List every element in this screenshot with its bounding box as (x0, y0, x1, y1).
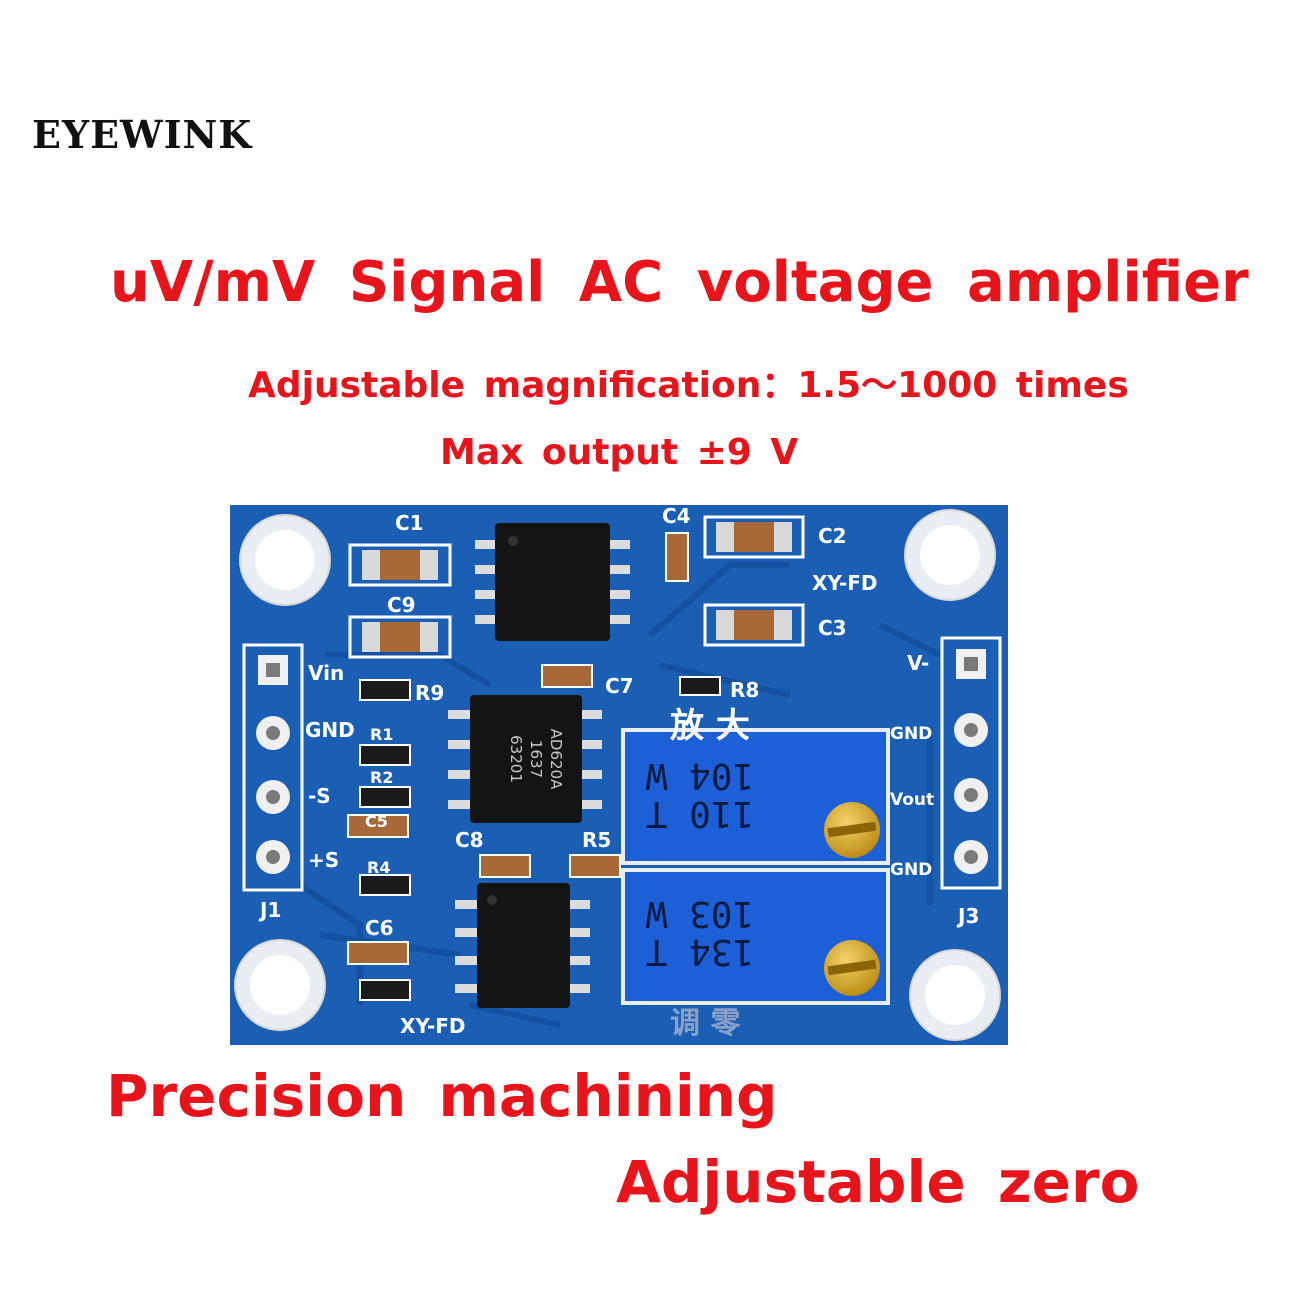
silk-r5: R5 (582, 828, 611, 852)
zero-potentiometer: 134 T 103 W (621, 868, 890, 1005)
silk-r8: R8 (730, 678, 759, 702)
gain-potentiometer: 110 T 104 W (621, 728, 890, 865)
silk-c1: C1 (395, 511, 424, 535)
pcb-board (230, 505, 1008, 1045)
silk-vout: Vout (890, 790, 934, 810)
product-headline: uV/mV Signal AC voltage amplifier (110, 250, 1249, 315)
pot-bottom-marking-1: 134 T (646, 931, 754, 972)
pot-top-marking-1: 110 T (646, 793, 754, 834)
silk-r4: R4 (367, 858, 390, 877)
silk-vin: Vin (308, 661, 344, 685)
header-j3 (940, 636, 1002, 890)
silk-c5: C5 (365, 812, 388, 831)
pcb-photo: AD620A 1637 63201 110 T 104 W 134 T 103 … (230, 505, 1008, 1045)
header-j1 (242, 643, 304, 892)
silk-model-bottom: XY-FD (400, 1014, 466, 1038)
pot-bottom-marking-2: 103 W (645, 893, 754, 934)
chip-marking-line-3: 63201 (507, 735, 525, 783)
silk-r2: R2 (370, 768, 393, 787)
silk-j1: J1 (258, 898, 281, 922)
silk-c8: C8 (455, 828, 484, 852)
pot-top-marking-2: 104 W (645, 755, 754, 796)
silk-v-minus: V- (907, 651, 929, 675)
silk-plus-s: +S (308, 848, 339, 872)
capacitors (347, 515, 805, 965)
silk-j3: J3 (956, 904, 979, 928)
silk-r1: R1 (370, 725, 393, 744)
resistors (359, 676, 721, 1001)
silk-gain-label: 放 大 (670, 706, 750, 746)
silk-gnd-right-2: GND (890, 860, 932, 880)
feature-precision: Precision machining (106, 1062, 778, 1130)
chip-marking-line-2: 1637 (527, 740, 545, 778)
silk-c4: C4 (662, 505, 691, 528)
magnification-spec: Adjustable magnification：1.5～1000 times (248, 365, 1129, 406)
silk-gnd-right-1: GND (890, 724, 932, 744)
silk-minus-s: -S (308, 784, 331, 808)
silk-c9: C9 (387, 593, 416, 617)
chip-marking-line-1: AD620A (547, 729, 565, 790)
silk-c7: C7 (605, 674, 634, 698)
max-output-spec: Max output ±9 V (440, 432, 799, 473)
silk-gnd-left: GND (305, 718, 355, 742)
ad620-instrumentation-amplifier-ic: AD620A 1637 63201 (448, 695, 602, 823)
silk-c3: C3 (818, 616, 847, 640)
op-amp-ic-top (475, 523, 630, 641)
feature-adjustable-zero: Adjustable zero (616, 1148, 1140, 1216)
silk-model-top: XY-FD (812, 571, 878, 595)
mounting-holes (234, 509, 1001, 1041)
silk-zero-label: 调 零 (670, 1006, 741, 1041)
silk-c6: C6 (365, 916, 394, 940)
brand-logo: EYEWINK (32, 112, 253, 157)
silk-c2: C2 (818, 524, 847, 548)
op-amp-ic-bottom (455, 883, 590, 1008)
silk-r9: R9 (415, 681, 444, 705)
